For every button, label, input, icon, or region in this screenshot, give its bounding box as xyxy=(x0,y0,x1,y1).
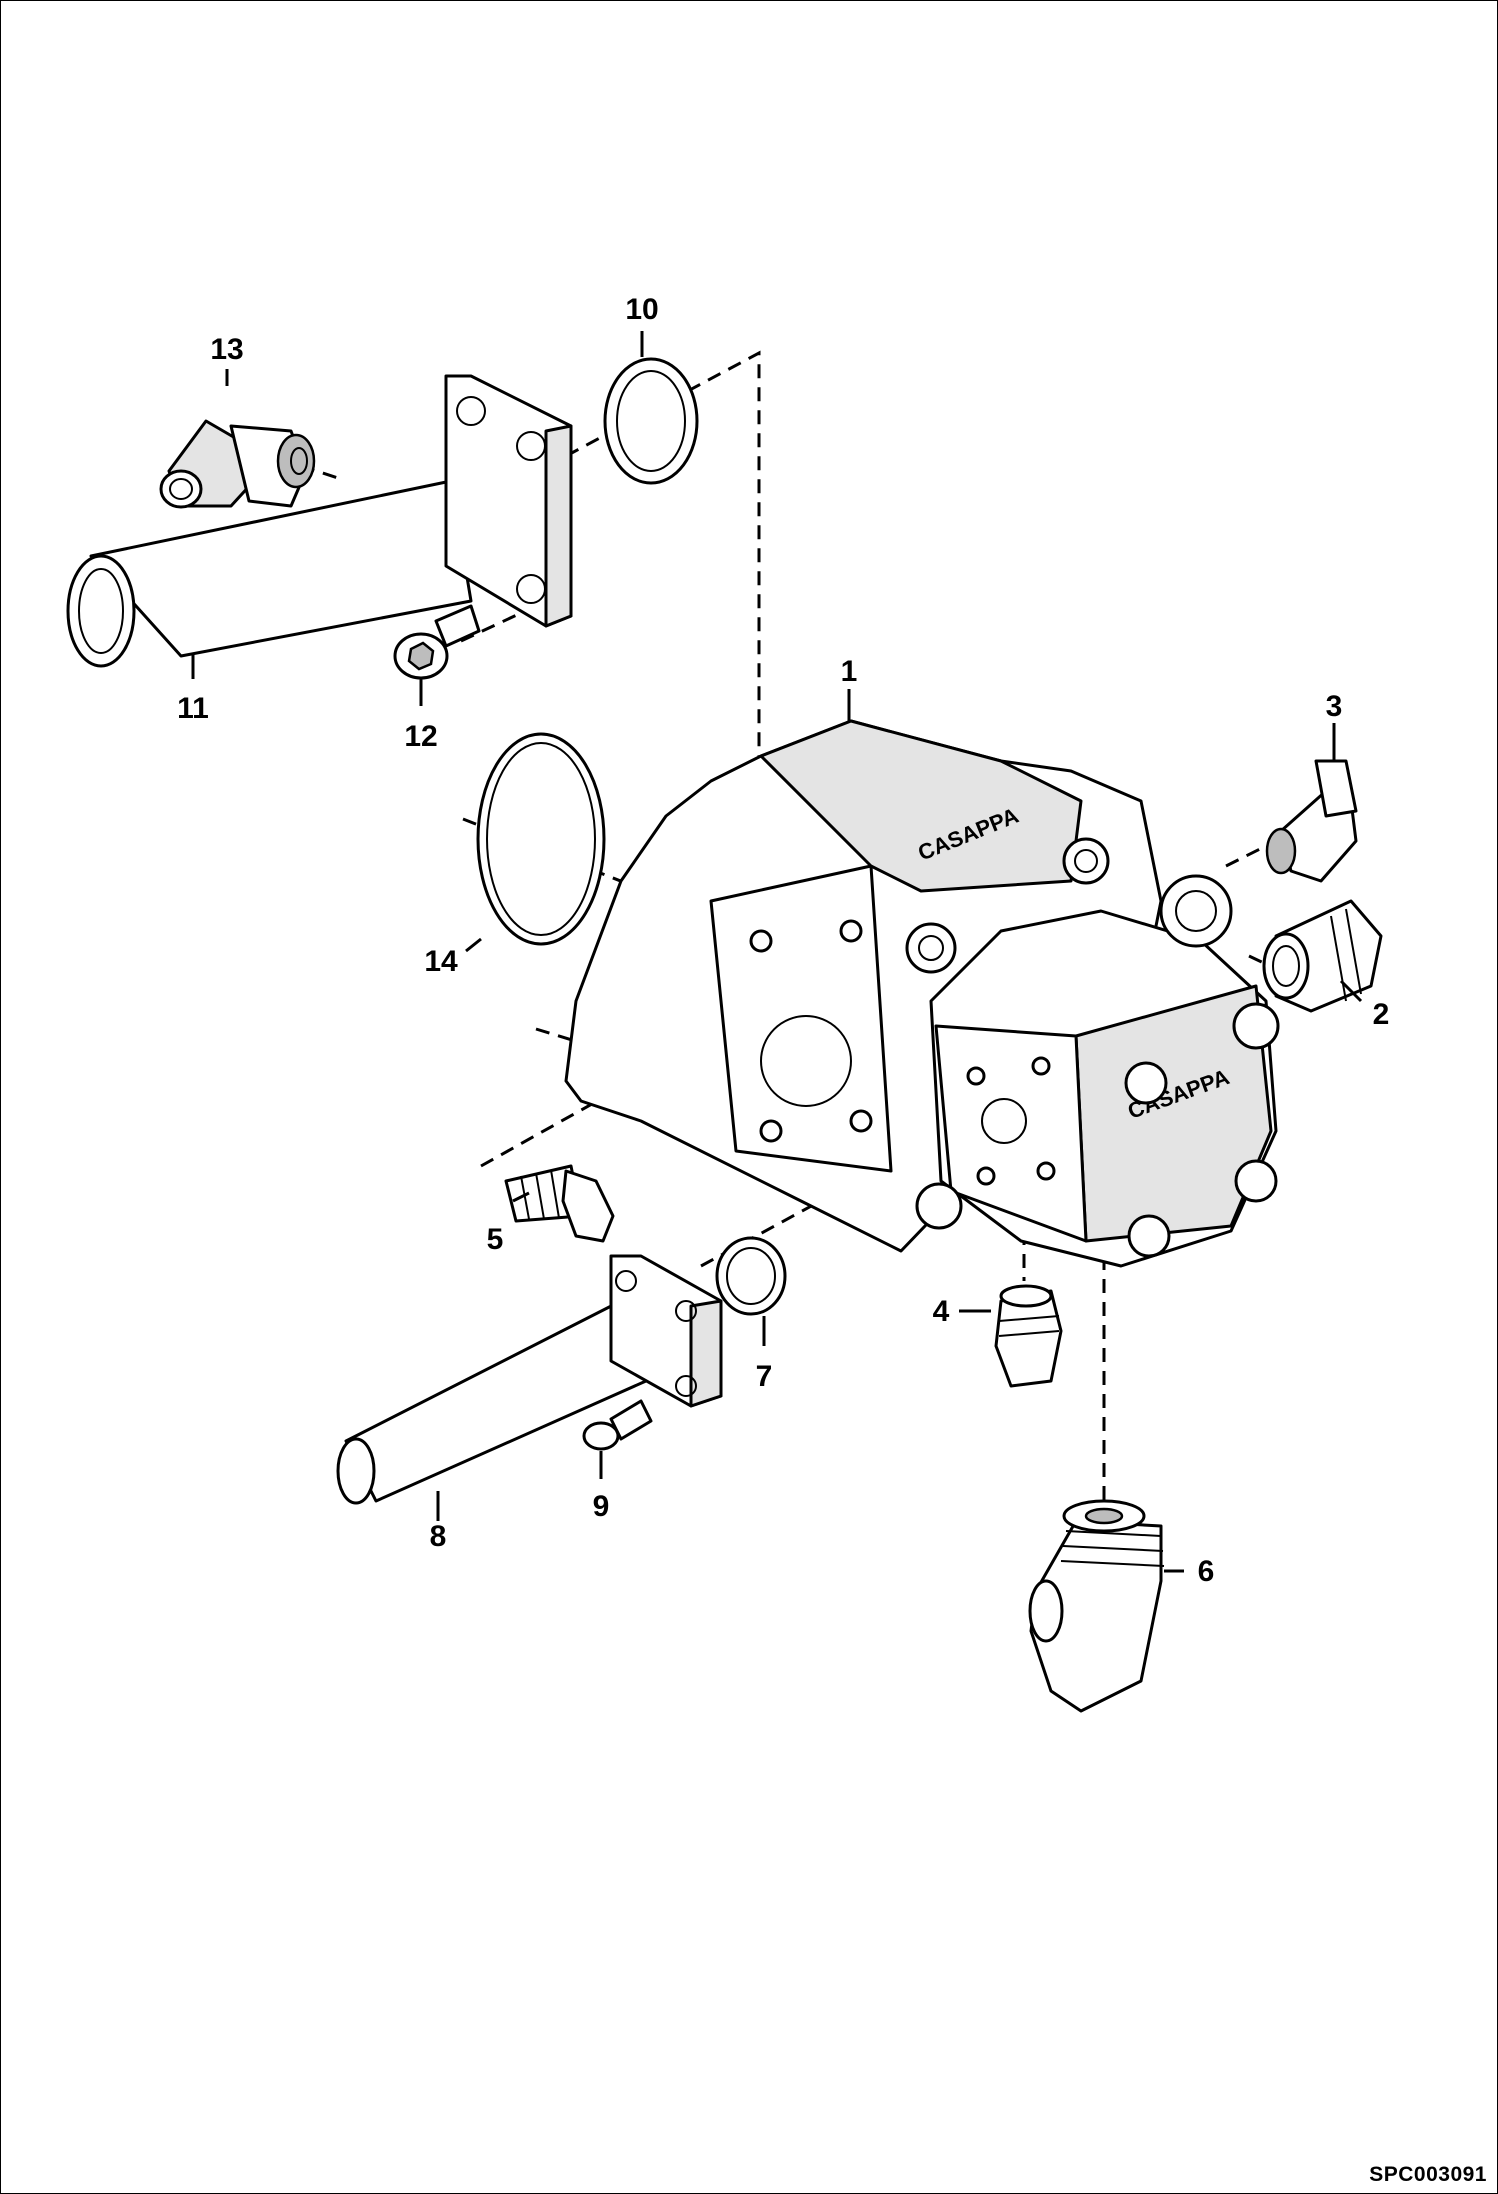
callout-12: 12 xyxy=(404,720,437,753)
callout-5: 5 xyxy=(487,1223,504,1256)
part-7-o-ring xyxy=(715,1236,787,1316)
part-2-straight-fitting xyxy=(1262,899,1383,1013)
callout-14: 14 xyxy=(424,945,458,978)
part-11-suction-tube xyxy=(66,374,573,668)
assembly-line-bolt-12 xyxy=(460,604,537,643)
callout-6: 6 xyxy=(1198,1555,1215,1588)
part-12-socket-head-bolt xyxy=(393,604,481,680)
part-1-gear-pump: CASAPPA CASAPPA xyxy=(564,719,1280,1268)
part-6-elbow-fitting xyxy=(1028,1499,1165,1713)
part-9-socket-head-bolt xyxy=(582,1399,653,1451)
part-5-hex-bolt xyxy=(504,1164,615,1243)
callout-1: 1 xyxy=(841,655,858,688)
callout-leaders xyxy=(191,331,1363,1573)
callout-3: 3 xyxy=(1326,690,1343,723)
part-3-elbow-fitting xyxy=(1265,759,1358,883)
callout-8: 8 xyxy=(430,1520,447,1553)
callout-2: 2 xyxy=(1373,998,1390,1031)
callout-numbers: 1 2 3 4 5 6 7 8 9 10 11 12 13 14 xyxy=(177,293,1389,1588)
assembly-line-fitting-3 xyxy=(1225,844,1267,868)
callout-9: 9 xyxy=(593,1490,610,1523)
part-14-large-o-ring xyxy=(476,732,606,946)
drawing-code: SPC003091 xyxy=(1369,2163,1487,2186)
callout-7: 7 xyxy=(756,1360,773,1393)
callout-13: 13 xyxy=(210,333,243,366)
part-8-pressure-tube xyxy=(336,1254,723,1505)
callout-10: 10 xyxy=(625,293,658,326)
part-4-straight-fitting xyxy=(994,1284,1063,1388)
callout-11: 11 xyxy=(177,692,209,725)
part-13-elbow-fitting xyxy=(159,419,316,509)
callout-4: 4 xyxy=(933,1295,950,1328)
part-10-o-ring xyxy=(603,357,699,485)
